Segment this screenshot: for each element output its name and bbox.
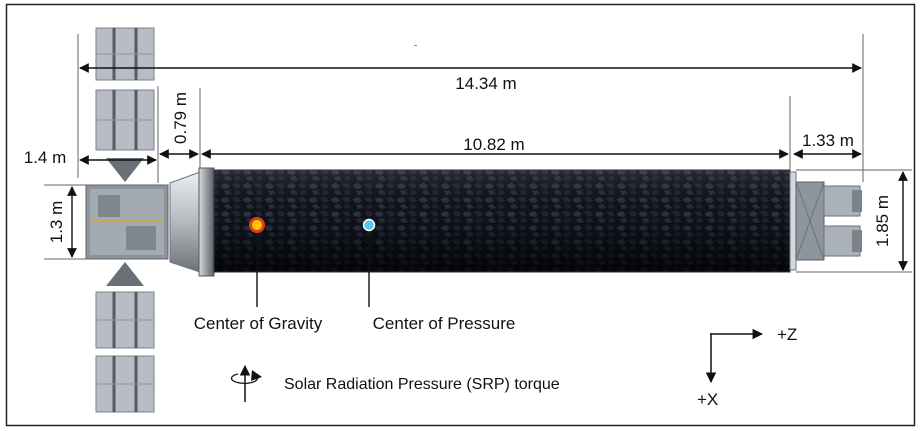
label-center-of-gravity: Center of Gravity bbox=[194, 314, 323, 333]
adapter-ring bbox=[198, 167, 215, 277]
label-panel-span: 1.4 m bbox=[24, 148, 67, 167]
adapter-cone bbox=[169, 171, 201, 273]
solar-panel-lower bbox=[95, 262, 155, 413]
main-body bbox=[213, 169, 791, 273]
center-of-pressure-marker bbox=[362, 218, 376, 232]
label-body-length: 10.82 m bbox=[463, 135, 524, 154]
diagram-frame bbox=[5, 3, 916, 427]
label-srp-torque: Solar Radiation Pressure (SRP) torque bbox=[284, 376, 560, 393]
center-of-gravity-marker bbox=[249, 217, 265, 233]
label-axis-x: +X bbox=[697, 390, 718, 409]
artifact-dot bbox=[414, 45, 417, 46]
label-bus-height: 1.3 m bbox=[47, 201, 66, 244]
axis-arrow-icon bbox=[705, 328, 764, 384]
label-overall-length: 14.34 m bbox=[455, 74, 516, 93]
engine-section bbox=[789, 171, 862, 271]
rotation-arrow-icon bbox=[230, 364, 262, 402]
label-center-of-pressure: Center of Pressure bbox=[373, 314, 516, 333]
label-body-diameter: 1.85 m bbox=[873, 195, 892, 247]
label-engine-length: 1.33 m bbox=[802, 131, 854, 150]
spacecraft-bus bbox=[85, 184, 169, 260]
label-adapter-length: 0.79 m bbox=[171, 92, 190, 144]
label-axis-z: +Z bbox=[777, 325, 797, 344]
solar-panel-upper bbox=[95, 27, 155, 182]
